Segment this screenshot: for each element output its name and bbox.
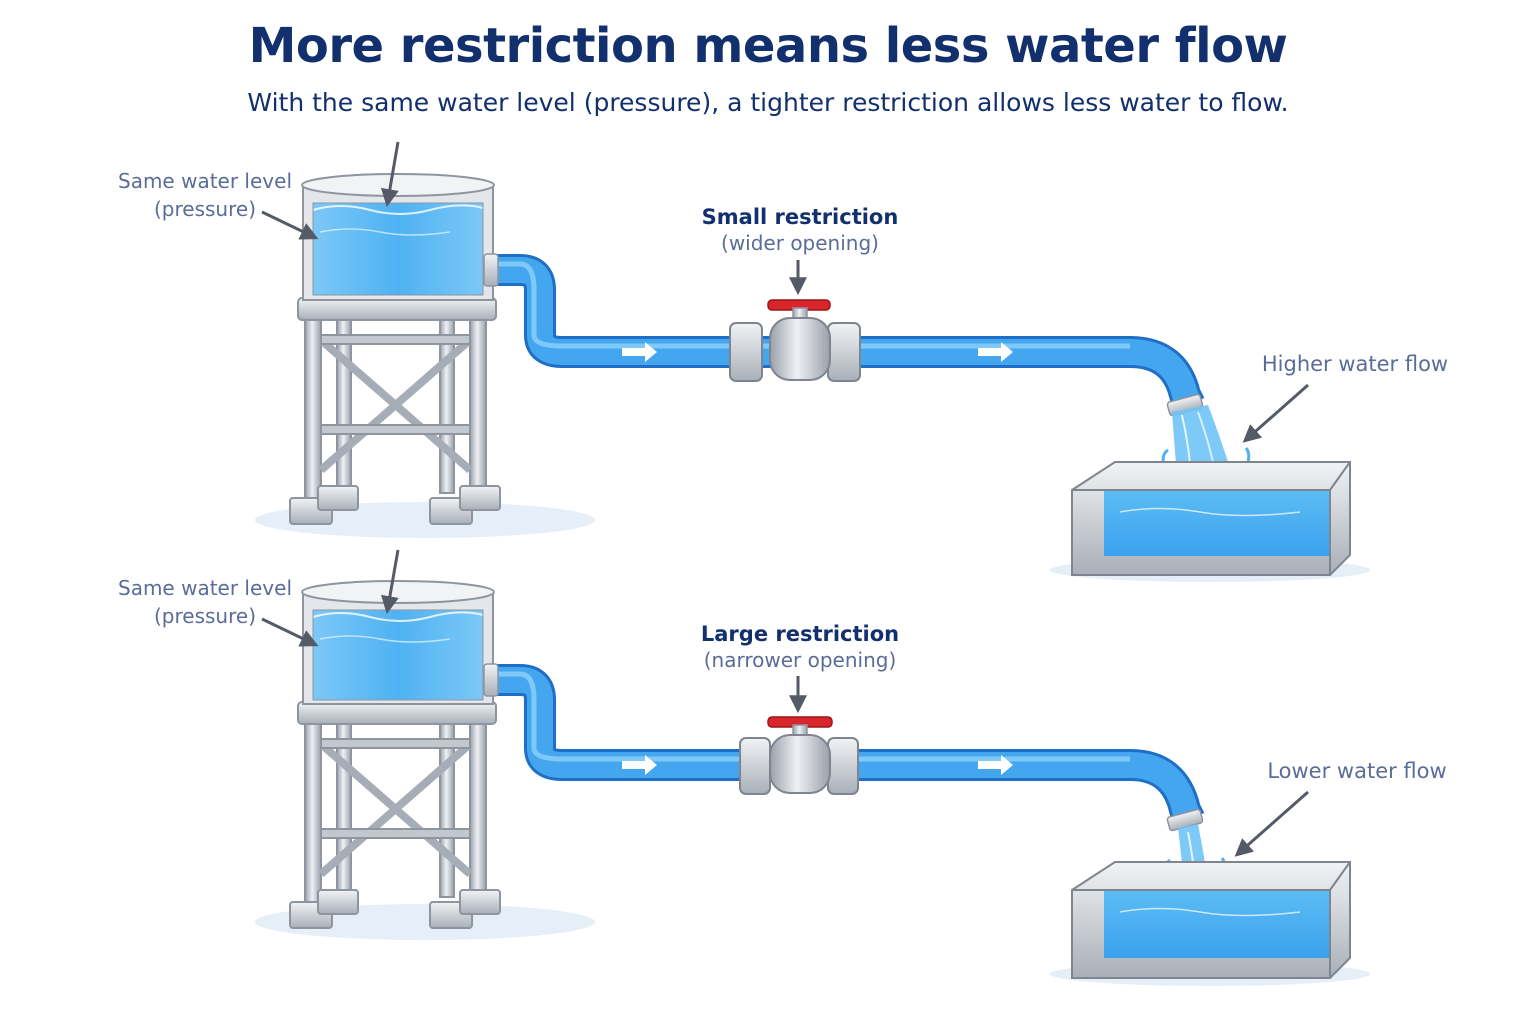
tower-platform <box>297 701 497 725</box>
flow-arrows <box>622 755 1013 775</box>
panel-bottom: Same water level (pressure) Large restri… <box>118 549 1447 986</box>
tank-label-line1: Same water level <box>118 576 292 600</box>
flow-label-arrow <box>1242 383 1309 443</box>
flow-label-arrow <box>1234 790 1309 857</box>
water-tank <box>301 173 495 301</box>
gate-valve <box>729 299 861 382</box>
tank-label-arrow <box>261 210 319 240</box>
tank-water <box>313 610 483 700</box>
valve-label-line1: Small restriction <box>702 205 899 229</box>
tower-stand <box>289 317 501 525</box>
tank-level-arrow <box>381 549 400 615</box>
collection-trough <box>1050 861 1370 986</box>
tank-label-arrow <box>261 617 319 647</box>
tank-level-arrow <box>380 141 400 208</box>
flow-label: Higher water flow <box>1262 352 1448 376</box>
tower-platform <box>297 297 497 321</box>
tank-label-line1: Same water level <box>118 169 292 193</box>
valve-label-line1: Large restriction <box>701 622 899 646</box>
pipe <box>483 253 1205 417</box>
gate-valve <box>739 716 859 795</box>
collection-trough <box>1050 461 1370 582</box>
tank-label-line2: (pressure) <box>154 604 256 628</box>
page-title: More restriction means less water flow <box>248 18 1288 74</box>
flow-label: Lower water flow <box>1267 759 1446 783</box>
valve-label-line2: (wider opening) <box>721 231 879 255</box>
flow-arrows <box>622 342 1013 362</box>
pipe <box>483 663 1205 832</box>
water-tank <box>301 580 495 705</box>
tank-water <box>313 203 483 295</box>
tower-stand <box>289 721 501 929</box>
panel-top: Same water level (pressure) Small restri… <box>118 141 1448 582</box>
page-subtitle: With the same water level (pressure), a … <box>247 88 1289 117</box>
valve-label-line2: (narrower opening) <box>704 648 897 672</box>
tank-label-line2: (pressure) <box>154 197 256 221</box>
